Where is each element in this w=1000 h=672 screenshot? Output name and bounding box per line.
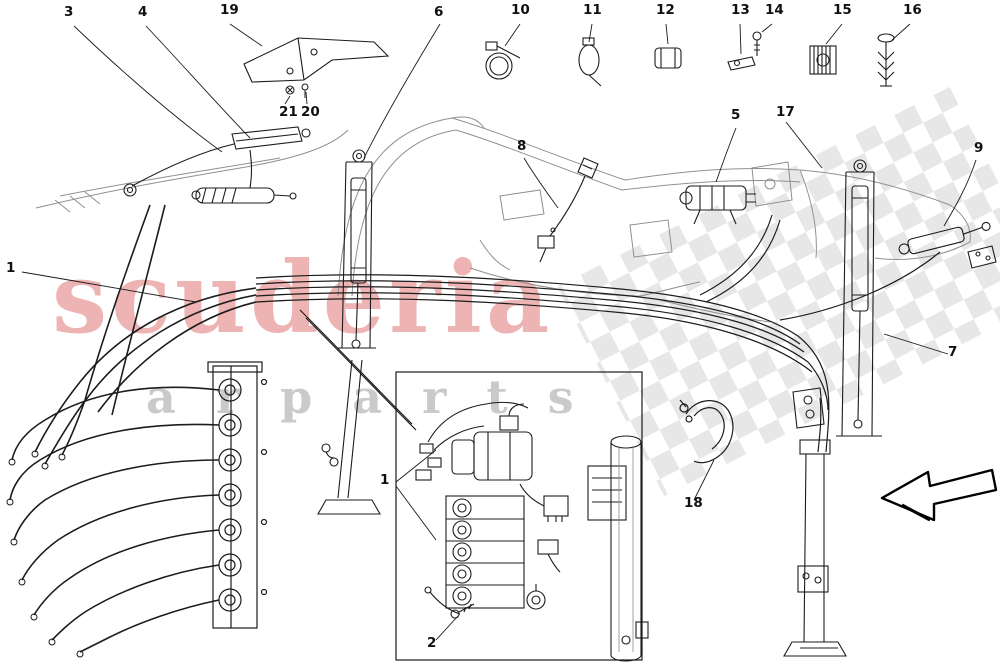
hose-end-connectors [6,450,84,658]
hydraulic-cylinder-6 [317,149,381,515]
pipes-to-stand [817,391,830,453]
callout-10: 10 [511,2,530,18]
callout-14: 14 [765,2,784,18]
checkered-flag-pattern [557,86,1000,497]
pump-unit-detail [451,403,533,481]
hydraulic-cylinder-9 [898,221,997,269]
relay [519,483,569,573]
harness-wires [415,401,529,481]
callout-1a: 1 [6,260,16,276]
callout-11: 11 [583,2,602,18]
callout-7: 7 [948,344,958,360]
label-plate [587,465,627,521]
callout-21: 21 [279,104,298,120]
hydraulic-hoses [9,204,257,653]
tree-clip-16-icon [877,33,895,87]
screws-20-21 [285,83,309,98]
pump-5 [679,185,756,225]
cable-tie-10-icon [485,41,521,80]
valve-block-and-hoses [6,204,268,658]
callout-1b: 1 [380,472,390,488]
leader-lines [21,23,977,641]
detail-box [395,371,643,661]
clamp-15-icon [809,45,837,75]
callout-16: 16 [903,2,922,18]
latch-cable-assembly [123,126,311,204]
hydraulic-cylinder-17 [792,159,882,437]
bracket-13-icon [727,56,756,71]
callout-20: 20 [301,104,320,120]
sensor-8 [537,157,599,263]
screw-14-icon [752,31,762,56]
callout-5: 5 [731,107,741,123]
callout-6: 6 [434,4,444,20]
direction-arrow-icon [880,468,998,522]
callout-17: 17 [776,104,795,120]
screw-2-icon [424,586,475,619]
callout-12: 12 [656,2,675,18]
solenoid-valve-block [445,495,525,609]
bracket-19 [243,37,390,83]
callout-2: 2 [427,635,437,651]
callout-3: 3 [64,4,74,20]
callout-15: 15 [833,2,852,18]
lever-18 [679,399,734,464]
callout-18: 18 [684,495,703,511]
callout-8: 8 [517,138,527,154]
clip-12-icon [654,47,682,69]
callout-9: 9 [974,140,984,156]
callout-19: 19 [220,2,239,18]
grommet-cap [526,584,546,610]
stand-right [783,439,847,657]
cylinder-column-detail [610,435,649,662]
cable-tie-11-icon [578,37,602,87]
callout-13: 13 [731,2,750,18]
valve-fittings [218,378,242,612]
callout-4: 4 [138,4,148,20]
